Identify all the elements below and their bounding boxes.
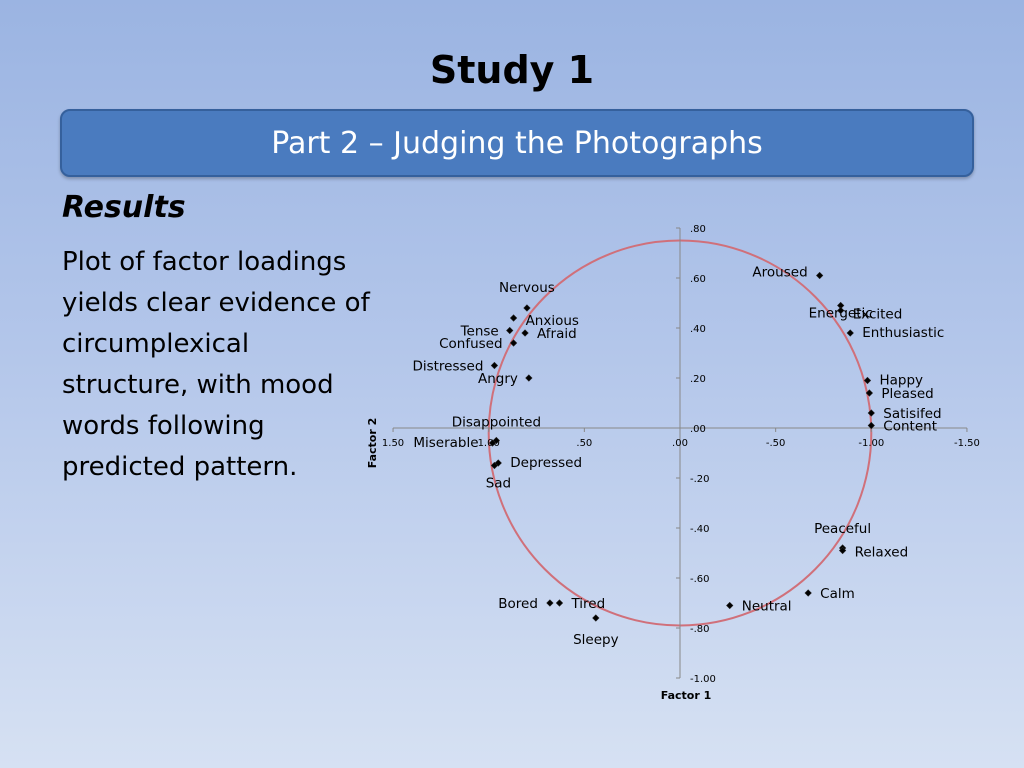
x-tick-label: -1.50 xyxy=(954,438,980,449)
x-tick-label: .00 xyxy=(672,438,688,449)
point-label-nervous: Nervous xyxy=(499,280,555,296)
point-marker-tired xyxy=(555,599,564,607)
point-marker-neutral xyxy=(726,601,734,610)
x-tick-label: -.50 xyxy=(766,438,786,449)
point-marker-confused xyxy=(509,339,518,347)
banner-text: Part 2 – Judging the Photographs xyxy=(271,125,763,161)
x-axis-title: Factor 1 xyxy=(661,689,712,702)
y-tick-label: -.60 xyxy=(690,574,710,585)
point-marker-satisifed xyxy=(867,409,875,417)
point-marker-afraid xyxy=(521,329,529,337)
point-label-distressed: Distressed xyxy=(412,359,483,375)
x-tick-label: 1.00 xyxy=(478,438,500,449)
y-tick-label: -1.00 xyxy=(690,674,716,685)
point-label-happy: Happy xyxy=(879,373,923,389)
point-label-miserable: Miserable xyxy=(413,435,478,451)
point-label-depressed: Depressed xyxy=(510,455,582,471)
part-banner: Part 2 – Judging the Photographs xyxy=(60,109,974,177)
x-tick-label: -1.00 xyxy=(858,438,884,449)
point-label-confused: Confused xyxy=(439,336,502,352)
point-label-disappointed: Disappointed xyxy=(452,415,541,431)
y-tick-label: .40 xyxy=(690,324,706,335)
point-label-aroused: Aroused xyxy=(752,265,807,281)
point-marker-nervous xyxy=(523,304,531,312)
point-marker-sad xyxy=(490,461,499,470)
point-label-enthusiastic: Enthusiastic xyxy=(862,325,944,341)
point-label-pleased: Pleased xyxy=(881,386,933,402)
point-label-excited: Excited xyxy=(853,307,903,323)
point-label-angry: Angry xyxy=(478,371,518,387)
y-tick-label: .60 xyxy=(690,274,706,285)
point-marker-aroused xyxy=(816,271,824,280)
point-marker-distressed xyxy=(490,361,499,370)
point-marker-anxious xyxy=(509,314,518,322)
slide-title: Study 1 xyxy=(429,48,595,92)
point-label-neutral: Neutral xyxy=(742,599,792,615)
x-tick-label: 1.50 xyxy=(382,438,404,449)
point-marker-pleased xyxy=(865,389,874,397)
point-label-tense: Tense xyxy=(460,324,499,340)
point-label-content: Content xyxy=(883,419,937,435)
x-tick-label: .50 xyxy=(576,438,592,449)
y-tick-label: -.40 xyxy=(690,524,710,535)
y-axis-title: Factor 2 xyxy=(366,418,379,469)
point-label-peaceful: Peaceful xyxy=(814,521,871,537)
point-marker-miserable xyxy=(488,439,497,447)
y-tick-label: -.20 xyxy=(690,474,710,485)
y-tick-label: .20 xyxy=(690,374,706,385)
point-marker-excited xyxy=(837,306,845,315)
point-marker-tense xyxy=(506,326,514,335)
point-label-satisifed: Satisifed xyxy=(883,406,941,422)
point-label-tired: Tired xyxy=(570,596,605,612)
point-marker-bored xyxy=(546,599,554,607)
point-label-relaxed: Relaxed xyxy=(855,545,909,561)
point-label-bored: Bored xyxy=(498,596,538,612)
point-marker-calm xyxy=(804,589,812,597)
point-marker-content xyxy=(867,421,875,430)
point-marker-sleepy xyxy=(592,614,600,622)
point-label-calm: Calm xyxy=(820,586,855,602)
point-label-sad: Sad xyxy=(486,476,511,492)
results-body: Plot of factor loadings yields clear evi… xyxy=(62,247,370,482)
point-marker-enthusiastic xyxy=(846,329,854,337)
y-tick-label: -.80 xyxy=(690,624,710,635)
point-marker-relaxed xyxy=(838,546,847,555)
point-label-afraid: Afraid xyxy=(537,326,577,342)
y-tick-label: .80 xyxy=(690,224,706,235)
point-marker-happy xyxy=(863,376,872,385)
y-tick-label: .00 xyxy=(690,424,706,435)
point-label-anxious: Anxious xyxy=(526,313,579,329)
point-marker-angry xyxy=(525,374,533,382)
results-heading: Results xyxy=(62,190,186,225)
point-label-sleepy: Sleepy xyxy=(573,632,619,648)
